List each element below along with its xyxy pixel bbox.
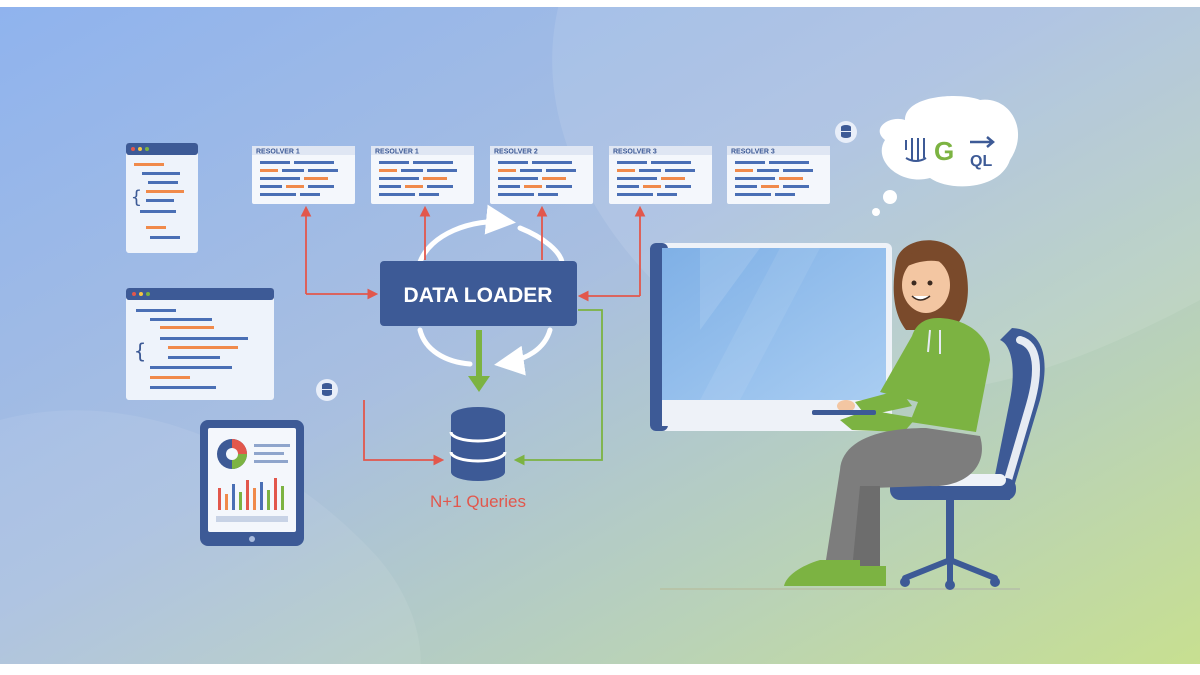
database-icon <box>316 379 338 401</box>
database-icon <box>449 407 507 481</box>
response-arrows <box>513 309 603 466</box>
svg-text:{: { <box>131 187 142 208</box>
resolver-card: RESOLVER 3 <box>727 146 830 204</box>
cycle-arrows <box>417 204 565 376</box>
person <box>784 240 990 586</box>
resolver-label: RESOLVER 3 <box>613 149 657 156</box>
data-loader-label: DATA LOADER <box>404 284 553 307</box>
down-arrow <box>468 330 490 392</box>
data-loader-node: DATA LOADER <box>380 261 577 326</box>
floor-line <box>660 588 1020 590</box>
graphql-logo-letter: G <box>934 136 954 166</box>
resolver-card: RESOLVER 2 <box>490 146 593 204</box>
monitor <box>650 243 892 431</box>
graphql-logo-icon <box>905 138 927 162</box>
resolver-card: RESOLVER 1 <box>371 146 474 204</box>
svg-text:{: { <box>134 339 146 363</box>
resolver-card: RESOLVER 3 <box>609 146 712 204</box>
resolver-label: RESOLVER 2 <box>494 149 538 156</box>
resolver-card: RESOLVER 1 <box>252 146 355 204</box>
tablet-chart-icon <box>200 420 304 546</box>
graphql-logo-suffix: QL <box>970 153 992 170</box>
speech-bubble-icon <box>872 96 1019 216</box>
resolver-label: RESOLVER 1 <box>375 149 419 156</box>
database-label: N+1 Queries <box>430 492 526 511</box>
bottom-strip <box>0 664 1200 675</box>
graphql-arrow-icon <box>970 136 995 148</box>
top-strip <box>0 0 1200 7</box>
code-window-icon: { <box>126 143 198 253</box>
resolver-label: RESOLVER 1 <box>256 149 300 156</box>
request-arrows <box>300 205 646 466</box>
code-window-icon: { <box>126 288 274 400</box>
resolver-label: RESOLVER 3 <box>731 149 775 156</box>
resolver-list: RESOLVER 1 RESOLVER 1 RESOLVER 2 RESOLVER 3… <box>252 146 830 204</box>
database-icon <box>835 121 857 143</box>
